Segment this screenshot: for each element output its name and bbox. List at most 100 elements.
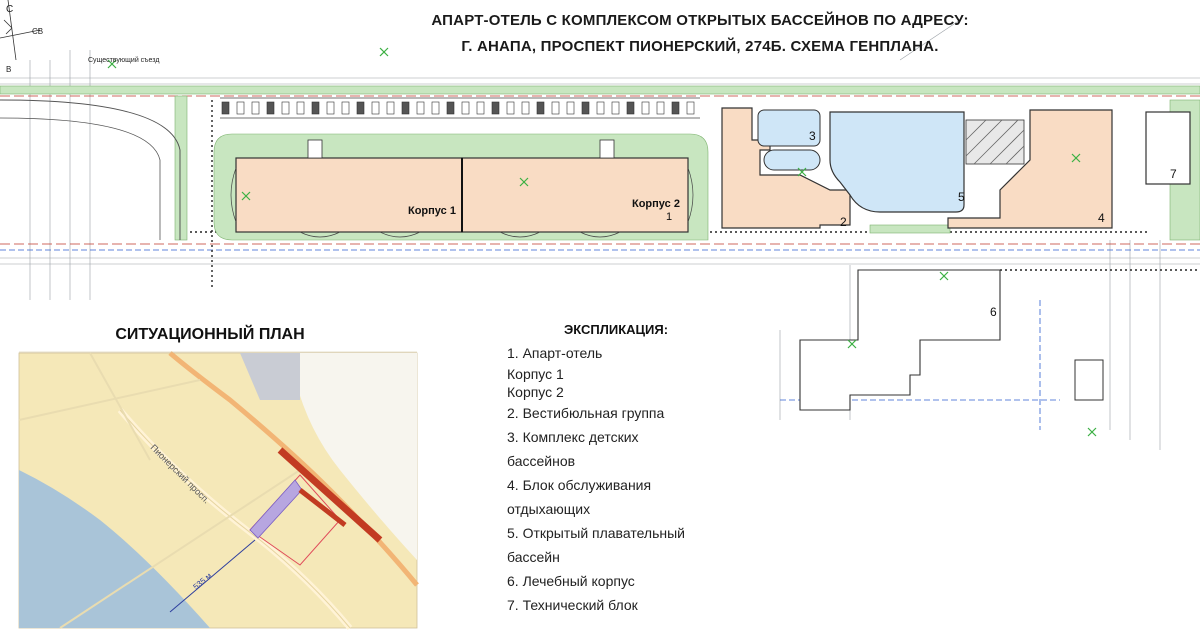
label-number-3: 3 [809, 129, 816, 143]
elevation-mark [519, 177, 529, 187]
elevation-mark [379, 47, 389, 57]
parking-space [356, 101, 365, 115]
road-curve [0, 99, 181, 240]
situation-map: 535 м Пионерский просп. [18, 351, 419, 630]
explication-item: 2. Вестибюльная группа [507, 405, 665, 421]
open-pool [829, 111, 965, 213]
parking-space [551, 101, 560, 115]
plan-title-line-2: Г. АНАПА, ПРОСПЕКТ ПИОНЕРСКИЙ, 274Б. СХЕ… [461, 38, 939, 55]
children-pool-1 [757, 109, 821, 147]
technical-block-building [1145, 111, 1191, 185]
parking-space [446, 101, 455, 115]
explication-item: 1. Апарт-отель [507, 345, 603, 361]
map-urban-block [240, 353, 300, 400]
map-main-road [168, 351, 419, 587]
explication-legend: ЭКСПЛИКАЦИЯ: 1. Апарт-отель Корпус 1 Кор… [507, 322, 747, 617]
parking-space [251, 101, 260, 115]
parking-space [656, 101, 665, 115]
parking-space [221, 101, 230, 115]
map-pioneer-avenue-edge [119, 409, 351, 629]
elevation-mark [939, 271, 949, 281]
elevation-mark [107, 59, 117, 69]
korpus-1-building [235, 157, 463, 233]
hatched-area [965, 119, 1025, 165]
elevation-mark [1071, 153, 1081, 163]
label-korpus-1: Корпус 1 [408, 205, 456, 217]
building-facade [230, 167, 694, 238]
compass-rose [0, 0, 41, 61]
explication-heading: ЭКСПЛИКАЦИЯ: [564, 322, 669, 337]
explication-item: 3. Комплекс детских [507, 429, 639, 445]
elevation-markers [107, 47, 1097, 437]
parking-space [401, 101, 410, 115]
treatment-building [799, 269, 1001, 411]
parking-space [416, 101, 425, 115]
elevation-mark [1087, 427, 1097, 437]
parking-space [341, 101, 350, 115]
parking-space [296, 101, 305, 115]
existing-road-label: Существующий съезд [88, 56, 159, 64]
parking-space [686, 101, 695, 115]
compass-north: С [6, 4, 13, 15]
parking-space [521, 101, 530, 115]
label-number-1: 1 [666, 211, 672, 223]
parking-space [236, 101, 245, 115]
parking-space [476, 101, 485, 115]
parked-cars [221, 101, 695, 115]
parking-space [671, 101, 680, 115]
parking-space [596, 101, 605, 115]
parking-space [461, 101, 470, 115]
utility-lines [0, 19, 1200, 450]
map-beach-strip-2 [298, 488, 347, 527]
explication-item: 4. Блок обслуживания [507, 477, 652, 493]
small-structure [1074, 359, 1104, 401]
situation-plan-title: СИТУАЦИОННЫЙ ПЛАН [115, 326, 305, 343]
explication-item: отдыхающих [507, 501, 591, 517]
parking-space [266, 101, 275, 115]
parking-space [281, 101, 290, 115]
parking-space [326, 101, 335, 115]
property-boundary [0, 95, 1200, 245]
parking-space [641, 101, 650, 115]
explication-item: бассейн [507, 549, 560, 565]
parking-row [220, 97, 700, 119]
elevation-mark [847, 339, 857, 349]
service-block-building [947, 109, 1113, 229]
explication-item: 6. Лечебный корпус [507, 573, 635, 589]
parking-space [371, 101, 380, 115]
entrance-korpus-1 [307, 139, 323, 159]
elevation-mark [241, 191, 251, 201]
explication-item: 5. Открытый плавательный [507, 525, 685, 541]
parking-space [491, 101, 500, 115]
explication-item: бассейнов [507, 453, 576, 469]
plan-title-line-1: АПАРТ-ОТЕЛЬ С КОМПЛЕКСОМ ОТКРЫТЫХ БАССЕЙ… [431, 12, 969, 29]
label-number-5: 5 [958, 190, 965, 204]
parking-space [581, 101, 590, 115]
label-number-4: 4 [1098, 211, 1105, 225]
parking-space [626, 101, 635, 115]
label-korpus-2: Корпус 2 [632, 198, 680, 210]
label-number-7: 7 [1170, 167, 1177, 181]
parking-space [431, 101, 440, 115]
korpus-2-building [461, 157, 689, 233]
compass-east: В [6, 65, 11, 74]
parking-space [536, 101, 545, 115]
label-number-2: 2 [840, 215, 847, 229]
road-curve-inner [0, 117, 161, 240]
parking-space [566, 101, 575, 115]
parking-space [506, 101, 515, 115]
map-beach-strip [277, 447, 383, 543]
map-distance-line [169, 539, 256, 613]
map-beach [290, 353, 417, 560]
elevation-mark [797, 167, 807, 177]
parking-space [611, 101, 620, 115]
map-side-streets [18, 352, 301, 629]
label-number-6: 6 [990, 305, 997, 319]
parking-space [386, 101, 395, 115]
children-pool-2 [763, 149, 821, 171]
parking-space [311, 101, 320, 115]
explication-item: Корпус 2 [507, 384, 564, 400]
compass-northeast: СВ [32, 27, 43, 36]
map-sea [19, 470, 210, 628]
